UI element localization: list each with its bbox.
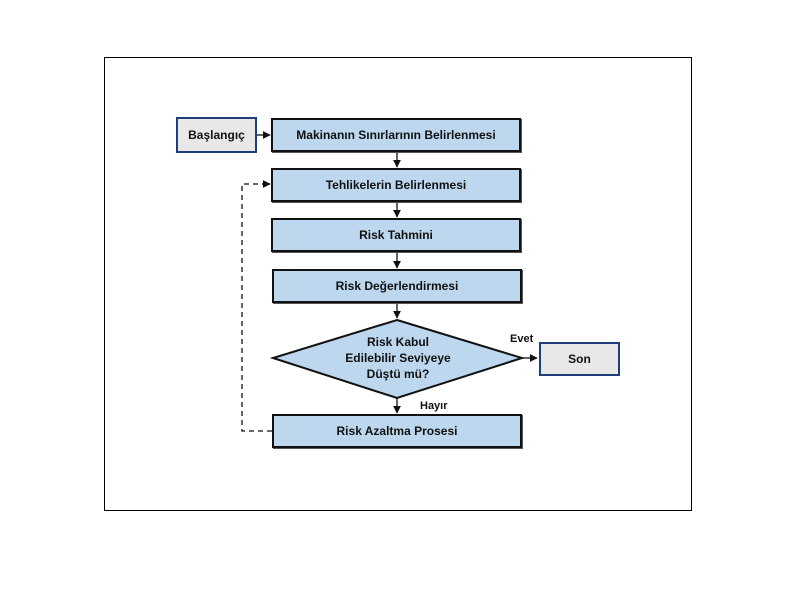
step-machine-limits: Makinanın Sınırlarının Belirlenmesi: [271, 118, 521, 152]
decision-line-2: Edilebilir Seviyeye: [345, 351, 451, 365]
end-node: Son: [539, 342, 620, 376]
step-risk-estimation: Risk Tahmini: [271, 218, 521, 252]
step-risk-reduction-label: Risk Azaltma Prosesi: [336, 424, 458, 438]
end-label: Son: [568, 352, 591, 366]
step-risk-estimation-label: Risk Tahmini: [359, 228, 433, 242]
decision-label: Risk Kabul Edilebilir Seviyeye Düştü mü?: [330, 334, 466, 382]
step-machine-limits-label: Makinanın Sınırlarının Belirlenmesi: [296, 128, 496, 142]
decision-line-3: Düştü mü?: [366, 367, 430, 381]
yes-label: Evet: [510, 333, 534, 345]
step-risk-evaluation: Risk Değerlendirmesi: [272, 269, 522, 303]
start-label: Başlangıç: [188, 128, 245, 142]
step-risk-reduction: Risk Azaltma Prosesi: [272, 414, 522, 448]
no-label: Hayır: [420, 400, 448, 412]
step-hazard-identification: Tehlikelerin Belirlenmesi: [271, 168, 521, 202]
start-node: Başlangıç: [176, 117, 257, 153]
step-hazard-identification-label: Tehlikelerin Belirlenmesi: [325, 178, 467, 192]
step-risk-evaluation-label: Risk Değerlendirmesi: [335, 279, 459, 293]
diagram-frame: [104, 57, 692, 511]
decision-line-1: Risk Kabul: [366, 335, 429, 349]
feedback-loop-line: [241, 183, 272, 432]
